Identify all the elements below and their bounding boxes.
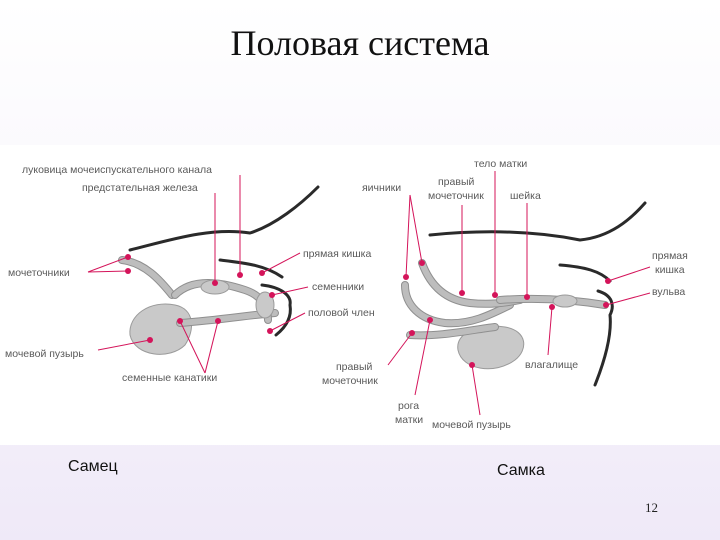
female-label-vulva: вульва (652, 286, 685, 298)
anatomy-diagram: луковица мочеиспускательного канала пред… (0, 145, 720, 445)
female-ovaries-dot-2 (403, 274, 409, 280)
female-ureter-bottom-dot (409, 330, 415, 336)
female-label-ureter-bottom-1: правый (336, 361, 372, 373)
male-bulb-dot (237, 272, 243, 278)
female-label-vagina: влагалище (525, 359, 578, 371)
male-label-testes: семенники (312, 281, 364, 293)
female-horns-dot (427, 317, 433, 323)
female-hind-outline (593, 289, 614, 387)
male-anatomy: луковица мочеиспускательного канала пред… (5, 164, 375, 384)
male-ureters-leader-2 (87, 270, 129, 273)
female-label-horns-2: матки (395, 414, 423, 426)
female-label-bladder: мочевой пузырь (432, 419, 511, 431)
female-rectum-leader (607, 266, 651, 282)
male-label-bladder: мочевой пузырь (5, 348, 84, 360)
female-cervix-dot (524, 294, 530, 300)
male-testis-shape (255, 291, 275, 319)
female-label-rectum-2: кишка (655, 264, 685, 276)
male-rectum-dot (259, 270, 265, 276)
female-label-cervix: шейка (510, 190, 541, 202)
female-vulva-leader (605, 292, 651, 306)
male-bladder-leader (97, 339, 151, 351)
female-spine-outline (428, 201, 647, 242)
male-cords-leader-1 (179, 320, 206, 374)
female-label-ureter-top-1: правый (438, 176, 474, 188)
female-vulva-dot (603, 302, 609, 308)
female-horns-leader (414, 319, 431, 396)
male-bladder-dot (147, 337, 153, 343)
male-rectum-leader (261, 252, 301, 274)
male-testes-leader (271, 286, 309, 296)
female-ovaries-leader-1 (409, 194, 423, 264)
male-ureters-dot-1 (125, 254, 131, 260)
female-ureter-top-dot (459, 290, 465, 296)
male-ureters-leader-1 (87, 256, 129, 273)
female-horn-duct (402, 282, 513, 327)
page-number: 12 (645, 500, 658, 515)
male-label-penis: половой член (308, 307, 375, 319)
male-cords-dot-1 (177, 318, 183, 324)
female-rectum-dot (605, 278, 611, 284)
female-label-ovaries: яичники (362, 182, 401, 194)
anatomy-diagram-svg: луковица мочеиспускательного канала пред… (5, 158, 688, 431)
male-prostate-dot (212, 280, 218, 286)
female-vagina-leader (547, 306, 553, 356)
female-label-ureter-top-2: мочеточник (428, 190, 484, 202)
female-label-rectum-1: прямая (652, 250, 688, 262)
female-ureter-bottom-leader (387, 332, 413, 366)
male-label-prostate: предстательная железа (82, 182, 198, 194)
female-tail-outline (558, 263, 612, 283)
male-testes-dot (269, 292, 275, 298)
male-label-rectum: прямая кишка (303, 248, 371, 260)
female-bladder-dot (469, 362, 475, 368)
male-label-ureters: мочеточники (8, 267, 70, 279)
male-label-bulb: луковица мочеиспускательного канала (22, 164, 212, 176)
female-ovaries-leader-2 (405, 194, 411, 278)
male-penis-leader (269, 312, 306, 332)
male-label-cords: семенные канатики (122, 372, 217, 384)
male-tail-outline (218, 258, 284, 279)
female-label-ureter-bottom-2: мочеточник (322, 375, 378, 387)
male-caption: Самец (68, 458, 118, 475)
female-label-uterus-body: тело матки (474, 158, 527, 170)
female-label-horns-1: рога (398, 400, 419, 412)
slide-title: Половая система (230, 23, 490, 63)
female-vagina-dot (549, 304, 555, 310)
female-bladder-leader (471, 364, 481, 416)
male-ureters-dot-2 (125, 268, 131, 274)
male-cords-leader-2 (204, 320, 219, 374)
female-cervix-shape (552, 294, 578, 308)
female-ovaries-dot-1 (419, 260, 425, 266)
male-spine-outline (128, 185, 320, 252)
female-ureter-duct (407, 324, 498, 339)
male-hind-outline (260, 283, 292, 337)
male-penis-dot (267, 328, 273, 334)
male-bladder-shape (129, 303, 193, 355)
male-ureter-duct (119, 257, 175, 298)
female-anatomy: тело матки яичники правый мочеточник шей… (322, 158, 688, 431)
female-uterus-body-dot (492, 292, 498, 298)
female-caption: Самка (497, 462, 545, 479)
male-cords-dot-2 (215, 318, 221, 324)
